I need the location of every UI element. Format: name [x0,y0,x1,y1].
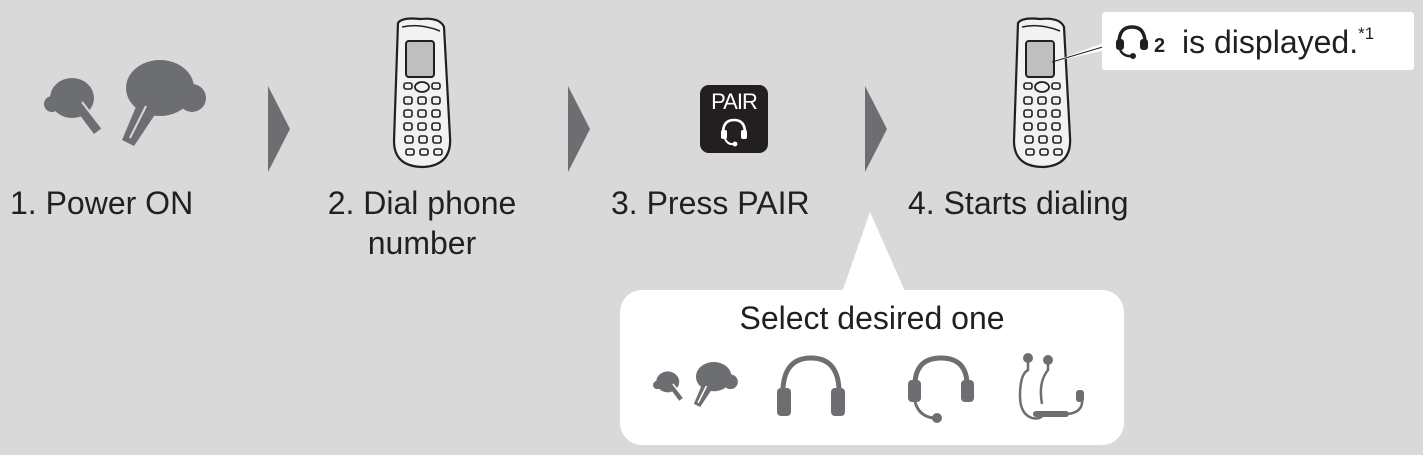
footnote-marker: *1 [1358,24,1375,43]
cordless-handset-icon [1012,17,1072,169]
callout-text: is displayed.*1 [1182,24,1374,60]
select-bubble-pointer [840,212,908,298]
step-2-label: 2. Dial phone number [322,183,522,263]
arrow-right-icon [268,86,290,172]
pair-button-text: PAIR [711,89,758,114]
callout-pointer [1051,42,1107,63]
display-callout: 2 is displayed.*1 [1102,12,1414,70]
cordless-handset-icon [392,17,452,169]
earbuds-icon [44,60,206,146]
step-4-label: 4. Starts dialing [908,185,1129,221]
select-options-bubble: Select desired one [620,290,1124,445]
neckband-earphones-icon[interactable] [1010,348,1094,428]
headset-with-mic-icon[interactable] [905,354,977,426]
over-ear-headphones-icon[interactable] [775,354,847,420]
step-2-label-line1: 2. Dial phone [327,185,517,221]
arrow-right-icon [568,86,590,172]
headset-number: 2 [1154,35,1166,57]
select-title: Select desired one [739,300,1005,336]
headset-icon [1116,25,1148,59]
earbuds-icon[interactable] [652,360,742,410]
headset-icon [721,118,747,147]
step-1-label: 1. Power ON [10,185,194,221]
pair-button-icon: PAIR [700,85,768,153]
step-3-label: 3. Press PAIR [611,185,810,221]
callout-message: is displayed. [1182,24,1359,60]
step-2-label-line2: number [367,225,477,261]
arrow-right-icon [865,86,887,172]
